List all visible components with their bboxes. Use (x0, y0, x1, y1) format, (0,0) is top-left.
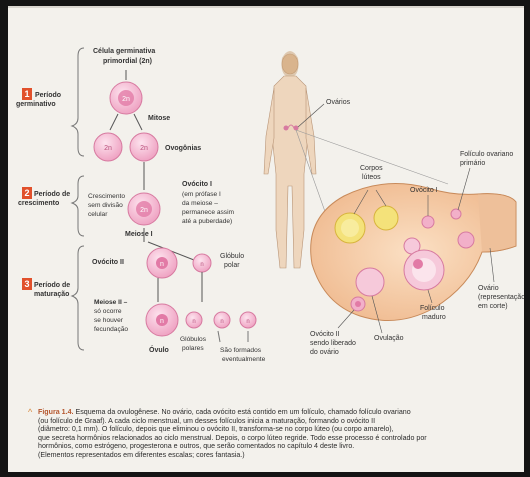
caption-line-2: (ou folículo de Graaf). A cada ciclo men… (38, 417, 518, 426)
caption-line-5: hormônios, como estrógeno, progesterona … (38, 442, 518, 451)
ovocito-2-ploidy: n (160, 261, 164, 268)
corpo-luteo-2 (374, 206, 398, 230)
stage-3-word-b: maturação (34, 291, 69, 298)
caption-line-6: (Elementos representados em diferentes e… (38, 451, 518, 460)
figure-caption: ^ Figura 1.4. Esquema da ovulogênese. No… (38, 408, 518, 460)
ovocito-1-ploidy: 2n (140, 207, 148, 214)
ovogenesis-diagram: 1 Período germinativo 2 Período de cresc… (8, 6, 524, 406)
caption-line-4: que secreta hormônios relacionados ao ci… (38, 434, 518, 443)
stage-1-number: 1 (24, 89, 29, 99)
stage-2-number: 2 (24, 188, 29, 198)
ovulo-ploidy: n (160, 318, 164, 325)
page-edge (8, 6, 524, 8)
caption-line-3: (diâmetro: 0,1 mm). O folículo, depois q… (38, 425, 518, 434)
ovogonia-2-ploidy: 2n (140, 145, 148, 152)
ovocito-1-ovary-label: Ovócito I (410, 187, 438, 194)
ovocito-2-label: Ovócito II (92, 259, 124, 266)
textbook-page: 1 Período germinativo 2 Período de cresc… (8, 6, 524, 472)
stage-2-word-a: Período de (34, 191, 70, 198)
stage-3: 3 Período de maturação (22, 278, 72, 298)
meiose-1-label: Meiose I (125, 231, 153, 238)
stage-2-word-b: crescimento (18, 200, 59, 207)
ovogonias-label: Ovogônias (165, 145, 201, 152)
figure-number: Figura 1.4. (38, 408, 73, 416)
primordial-ploidy: 2n (122, 96, 130, 103)
caption-line-1: Esquema da ovulogênese. No ovário, cada … (75, 408, 410, 416)
svg-text:Período de maturação: Período de maturação (34, 282, 72, 298)
stage-2: 2 Período de crescimento (18, 187, 72, 207)
mitose-label: Mitose (148, 115, 170, 122)
ovocito-1-label: Ovócito I (182, 181, 212, 188)
stage-1-word-b: germinativo (16, 101, 56, 108)
stage-3-number: 3 (24, 279, 29, 289)
ovarios-label: Ovários (326, 99, 351, 106)
caption-arrow-icon: ^ (28, 408, 32, 417)
ovulation-site (356, 268, 384, 296)
ovogonia-1-ploidy: 2n (104, 145, 112, 152)
gp2-ploidy: n (220, 319, 223, 325)
gp1-ploidy: n (192, 319, 195, 325)
ovulacao-label: Ovulação (374, 335, 404, 342)
stage-3-word-a: Período de (34, 282, 70, 289)
gp3-ploidy: n (246, 319, 249, 325)
globulo-polar-ploidy: n (200, 262, 203, 268)
human-figure (264, 51, 316, 268)
ovocito-1-follicle (422, 216, 434, 228)
stage-1-word-a: Período (35, 92, 61, 99)
stage-1: 1 Período germinativo (16, 88, 63, 108)
ovulo-label: Óvulo (149, 345, 169, 354)
